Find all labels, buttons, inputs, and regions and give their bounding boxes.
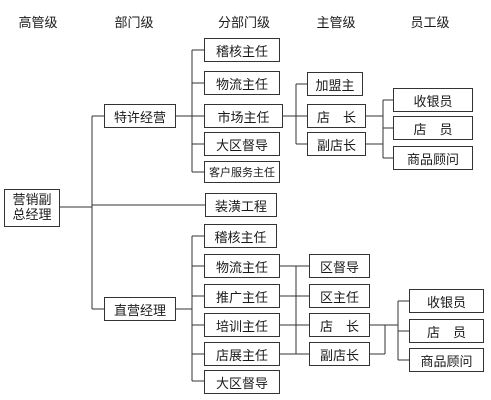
direct-supervisor: 区督导 — [309, 254, 370, 278]
direct-branch: 稽核主任 — [204, 224, 277, 248]
direct-staff: 收银员 — [409, 289, 484, 313]
franchise-branch: 市场主任 — [204, 104, 283, 128]
dept-direct: 直营经理 — [104, 297, 176, 321]
franchise-staff: 商品顾问 — [393, 146, 473, 170]
level-header-department: 部门级 — [114, 16, 154, 31]
level-header-top: 高管级 — [18, 16, 58, 31]
franchise-supervisor: 加盟主 — [307, 72, 363, 96]
dept-franchise: 特许经营 — [104, 104, 176, 128]
franchise-branch: 客户服务主任 — [204, 161, 280, 183]
level-header-branch: 分部门级 — [217, 16, 270, 31]
direct-staff: 店 员 — [409, 319, 484, 343]
direct-supervisor: 副店长 — [309, 342, 370, 366]
direct-staff: 商品顾问 — [409, 348, 484, 372]
franchise-branch: 稽核主任 — [204, 38, 280, 62]
direct-branch: 培训主任 — [204, 313, 280, 337]
level-header-supervisor: 主管级 — [316, 16, 356, 31]
direct-branch: 大区督导 — [204, 370, 280, 394]
franchise-supervisor: 店 长 — [307, 104, 366, 128]
direct-branch: 店展主任 — [204, 342, 280, 366]
root-node: 营销副总经理 — [4, 189, 60, 227]
decoration-node: 装潢工程 — [205, 193, 277, 217]
franchise-branch: 大区督导 — [204, 132, 280, 156]
franchise-supervisor: 副店长 — [307, 132, 366, 156]
direct-branch: 物流主任 — [204, 254, 280, 278]
direct-branch: 推广主任 — [204, 284, 280, 308]
level-header-staff: 员工级 — [410, 16, 450, 31]
direct-supervisor: 区主任 — [309, 284, 370, 308]
direct-supervisor: 店 长 — [309, 313, 370, 337]
franchise-staff: 店 员 — [393, 116, 473, 140]
franchise-staff: 收银员 — [393, 88, 473, 112]
franchise-branch: 物流主任 — [204, 71, 280, 95]
